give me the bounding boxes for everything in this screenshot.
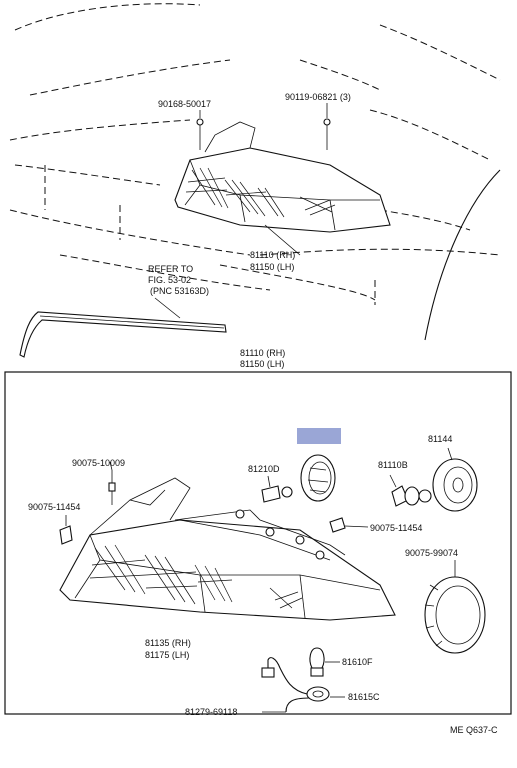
label-81110b: 81110B [378, 460, 408, 470]
label-refer-to: REFER TO [148, 264, 193, 274]
cap-81144 [432, 447, 478, 512]
label-81150-lh-mid: 81150 (LH) [240, 359, 284, 369]
bulb-81610f-and-socket [261, 647, 345, 713]
clip-90075-11454-right [329, 517, 369, 533]
part-labels: 90168-50017 90119-06821 (3) 81110 (RH) 8… [28, 92, 498, 735]
bolt-90075-10009 [108, 470, 116, 505]
label-90075-11454-left: 90075-11454 [28, 502, 80, 512]
label-81210d: 81210D [248, 464, 280, 474]
label-90075-11454-right: 90075-11454 [370, 523, 422, 533]
label-81150-lh-top: 81150 (LH) [250, 262, 294, 272]
highlight-marker [297, 428, 341, 444]
label-90075-10009: 90075-10009 [72, 458, 125, 468]
label-81175-lh: 81175 (LH) [145, 650, 189, 660]
label-pnc-53163d: (PNC 53163D) [150, 286, 209, 296]
label-81110-rh-mid: 81110 (RH) [240, 348, 285, 358]
label-90168-50017: 90168-50017 [158, 99, 211, 109]
headlight-assembly-top [174, 118, 391, 256]
ring-90075-99074 [424, 560, 486, 654]
label-81144: 81144 [428, 434, 452, 444]
socket-cover [300, 454, 336, 502]
label-81135-rh: 81135 (RH) [145, 638, 191, 648]
bulb-81110b [389, 474, 432, 507]
label-81279-69118: 81279-69118 [185, 707, 237, 717]
label-90119-06821: 90119-06821 (3) [285, 92, 351, 102]
headlight-housing-bottom [59, 477, 396, 621]
clip-90075-11454-left [59, 515, 73, 545]
label-90075-99074: 90075-99074 [405, 548, 458, 558]
label-fig-53-02: FIG. 53-02 [148, 275, 191, 285]
bulb-81210d [261, 475, 293, 503]
detail-frame [4, 371, 512, 715]
leader-lines [109, 103, 328, 471]
car-body-outline [9, 3, 501, 341]
footer-code: ME Q637-C [450, 725, 498, 735]
bumper-trim-strip [19, 297, 227, 358]
label-81610f: 81610F [342, 657, 373, 667]
label-81615c: 81615C [348, 692, 380, 702]
label-81110-rh-top: 81110 (RH) [250, 250, 295, 260]
